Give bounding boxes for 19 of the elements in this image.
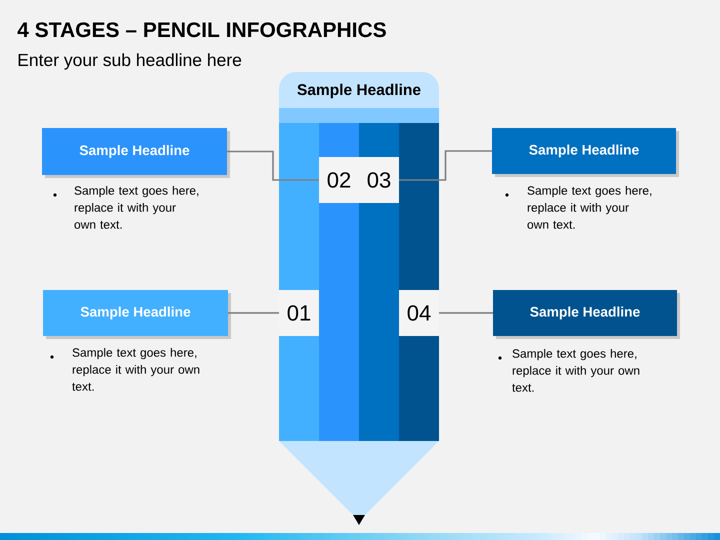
pencil-cap: Sample Headline: [279, 72, 439, 123]
connector-line: [399, 150, 492, 181]
headline-box: Sample Headline: [492, 128, 679, 177]
number-box: 01: [279, 290, 319, 336]
connector-line: [228, 312, 279, 314]
connector-line: [227, 150, 319, 181]
headline-box: Sample Headline: [493, 290, 680, 339]
number-box: 02: [319, 157, 359, 203]
subtitle: Enter your sub headline here: [18, 53, 242, 70]
number-box: 04: [399, 290, 439, 336]
body-text: Sample text goes here, replace it with your own text.: [512, 349, 640, 392]
connector-line: [439, 312, 493, 314]
body-text: Sample text goes here, replace it with your own text.: [72, 348, 200, 391]
title: 4 STAGES – PENCIL INFOGRAPHICS: [18, 22, 386, 38]
headline-box: Sample Headline: [43, 290, 231, 339]
body-text: Sample text goes here, replace it with your own text.: [528, 186, 652, 229]
body-text: Sample text goes here, replace it with your own text.: [74, 186, 198, 229]
headline-box: Sample Headline: [42, 128, 230, 178]
number-box: 03: [359, 157, 399, 203]
